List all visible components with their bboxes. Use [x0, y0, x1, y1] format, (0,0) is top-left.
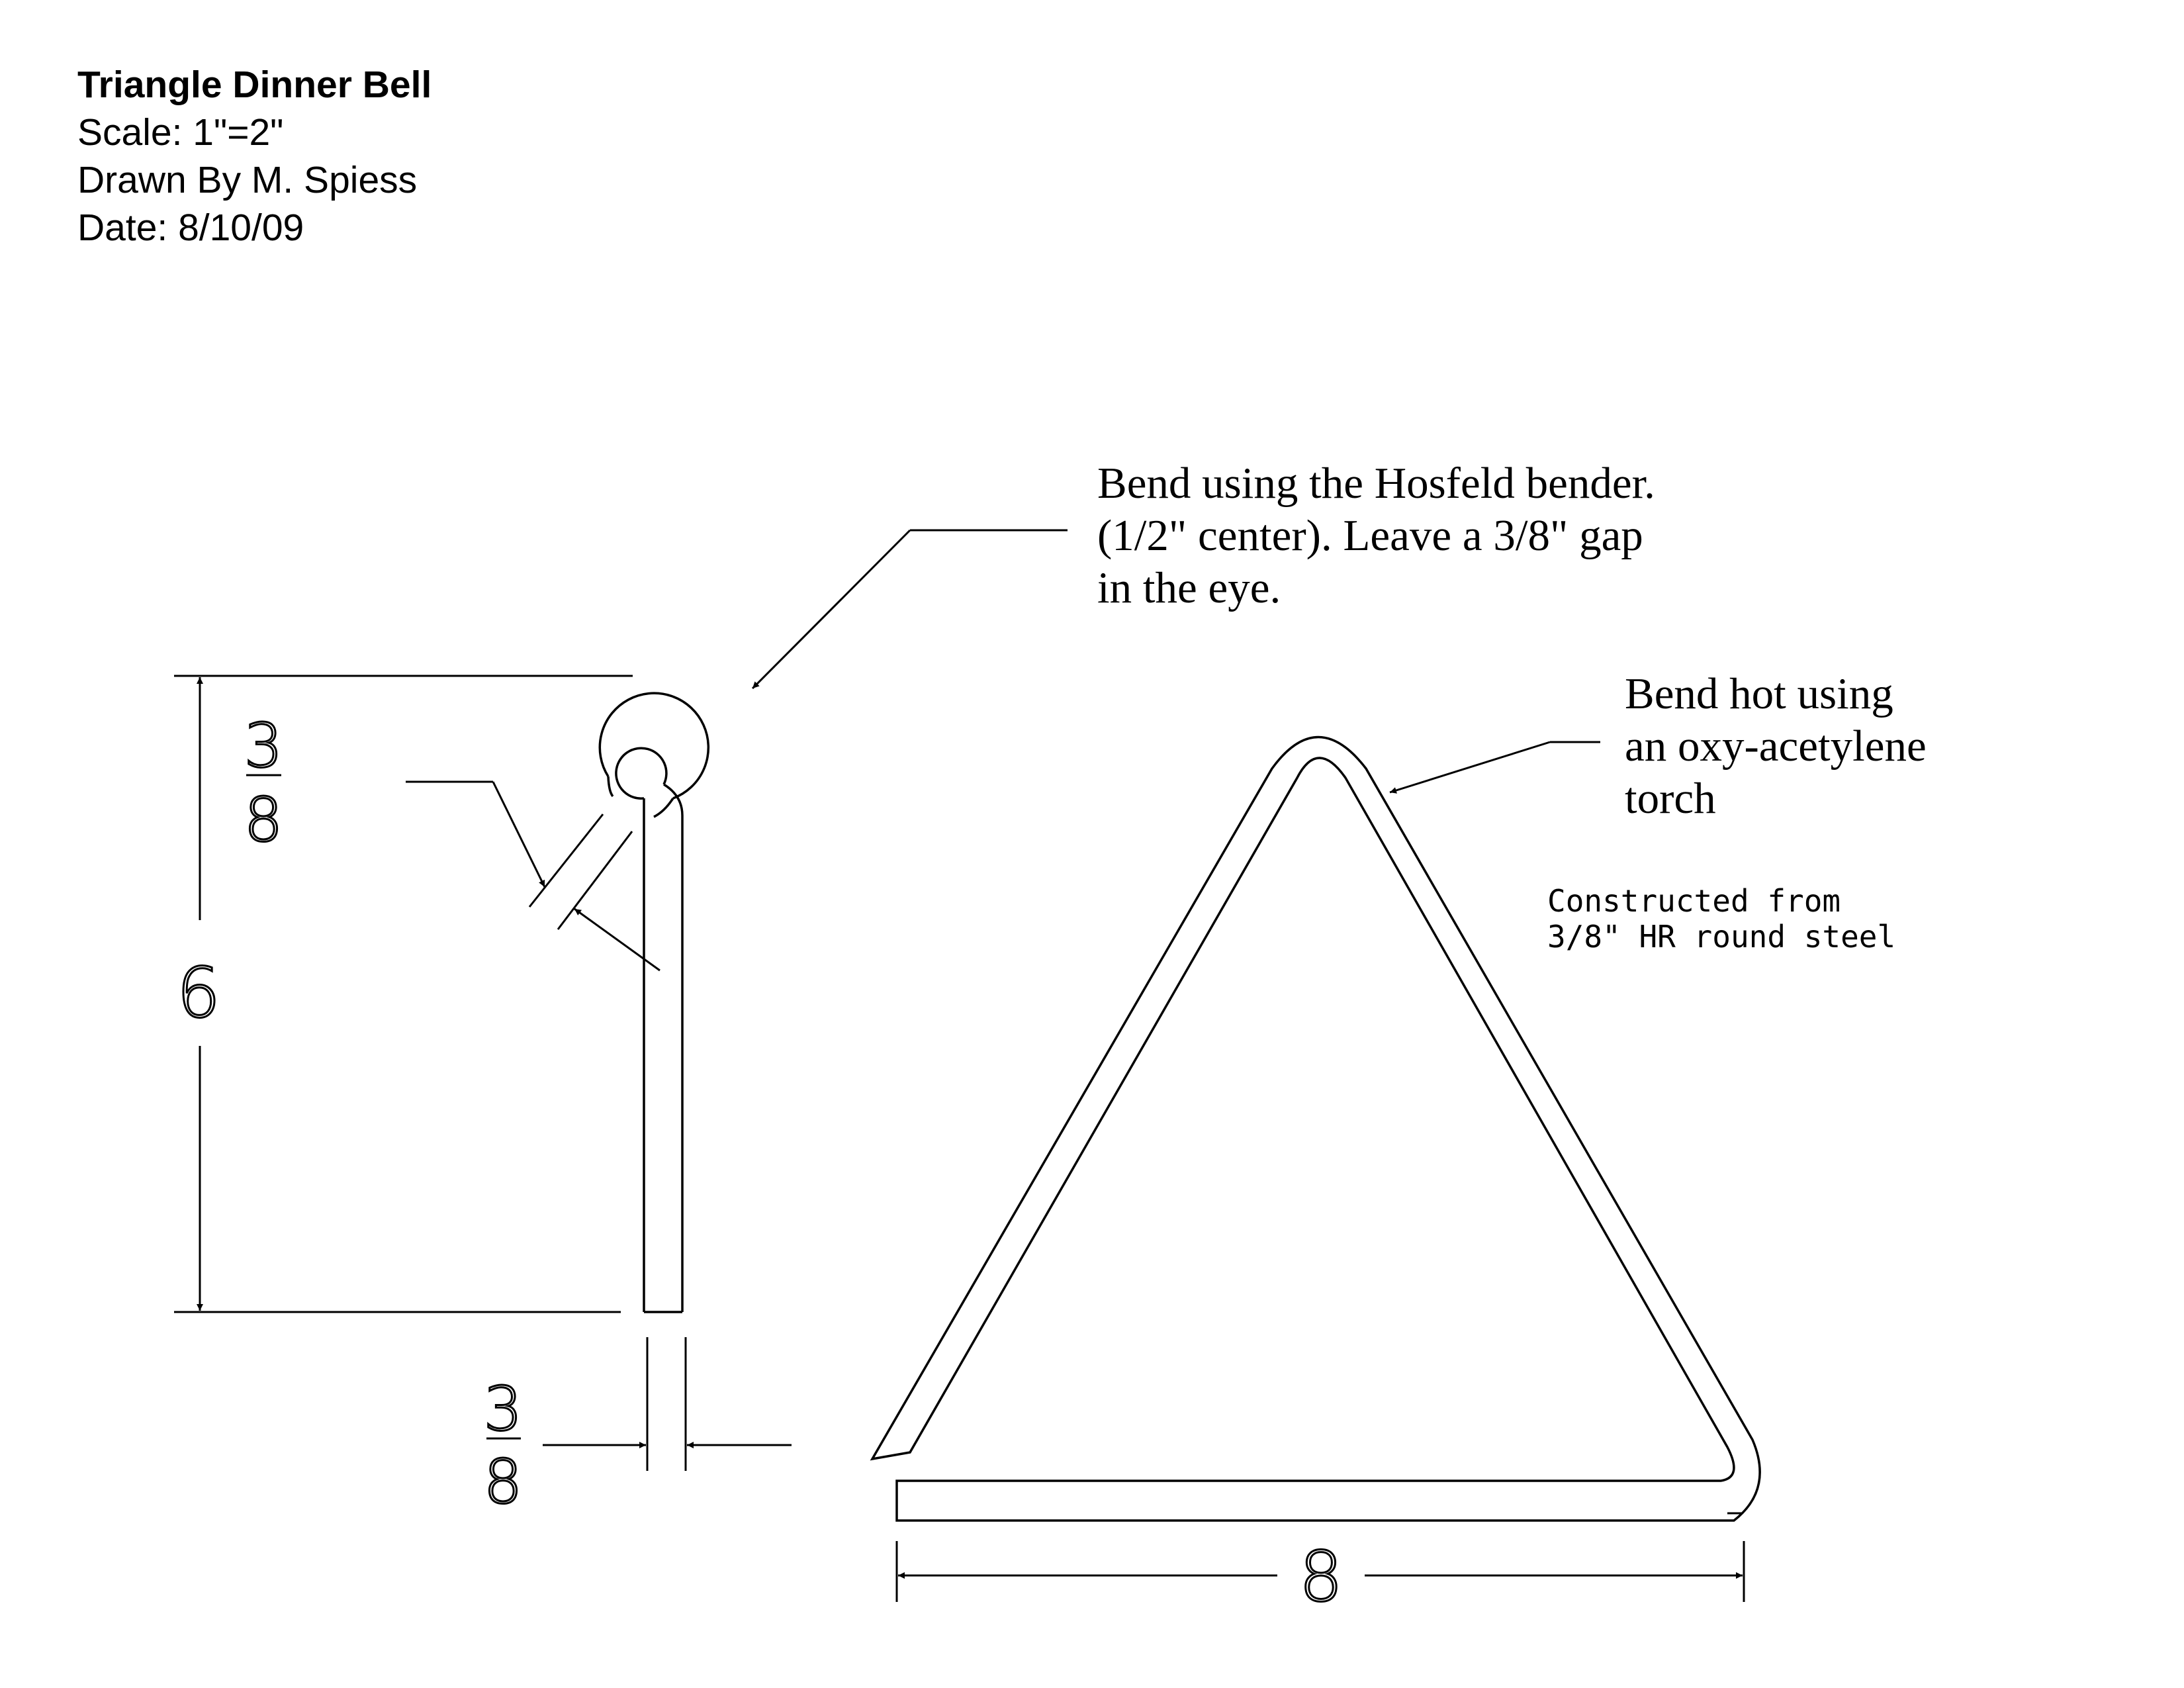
gap-dimension — [406, 780, 660, 972]
rod-dimension-text: 3 8 — [482, 1373, 523, 1519]
hanger-eye-outer — [598, 692, 710, 800]
torch-leader — [1389, 741, 1600, 794]
torch-note-line-1: Bend hot using — [1625, 669, 1893, 718]
hosfeld-note-line-2: (1/2" center). Leave a 3/8" gap — [1097, 511, 1643, 560]
material-note-line-2: 3/8" HR round steel — [1547, 919, 1895, 955]
triangle-profile — [870, 735, 1761, 1522]
rod-numerator: 3 — [484, 1374, 523, 1444]
drawing-date: Date: 8/10/09 — [77, 207, 304, 249]
hanger-tail — [607, 776, 674, 818]
rod-dimension — [543, 1337, 792, 1471]
drawing-scale: Scale: 1"=2" — [77, 111, 284, 154]
triangle-outer-edge — [870, 735, 1761, 1522]
hanger-shank — [643, 783, 684, 1313]
gap-numerator: 3 — [244, 710, 283, 781]
hanger-eye-inner — [615, 747, 668, 800]
gap-dimension-text: 3 8 — [243, 710, 284, 857]
hosfeld-note: Bend using the Hosfeld bender. (1/2" cen… — [1097, 459, 1655, 612]
width-dimension-value: 8 — [1299, 1536, 1343, 1617]
drawn-by: Drawn By M. Spiess — [77, 159, 418, 201]
torch-note: Bend hot using an oxy-acetylene torch — [1625, 669, 1927, 823]
hanger-profile — [598, 692, 710, 1313]
material-note: Constructed from 3/8" HR round steel — [1547, 883, 1895, 955]
hosfeld-leader — [751, 529, 1068, 690]
height-dimension — [174, 675, 633, 1313]
title-block: Triangle Dinner Bell Scale: 1"=2" Drawn … — [77, 61, 432, 252]
material-note-line-1: Constructed from — [1547, 883, 1841, 919]
hosfeld-note-line-3: in the eye. — [1097, 563, 1281, 612]
torch-note-line-3: torch — [1625, 774, 1716, 823]
width-dimension — [895, 1541, 1745, 1602]
gap-denominator: 8 — [244, 784, 283, 855]
height-dimension-value: 6 — [177, 953, 220, 1033]
hosfeld-note-line-1: Bend using the Hosfeld bender. — [1097, 459, 1655, 508]
rod-denominator: 8 — [484, 1446, 523, 1517]
drawing-title: Triangle Dinner Bell — [77, 64, 432, 106]
torch-note-line-2: an oxy-acetylene — [1625, 722, 1927, 771]
